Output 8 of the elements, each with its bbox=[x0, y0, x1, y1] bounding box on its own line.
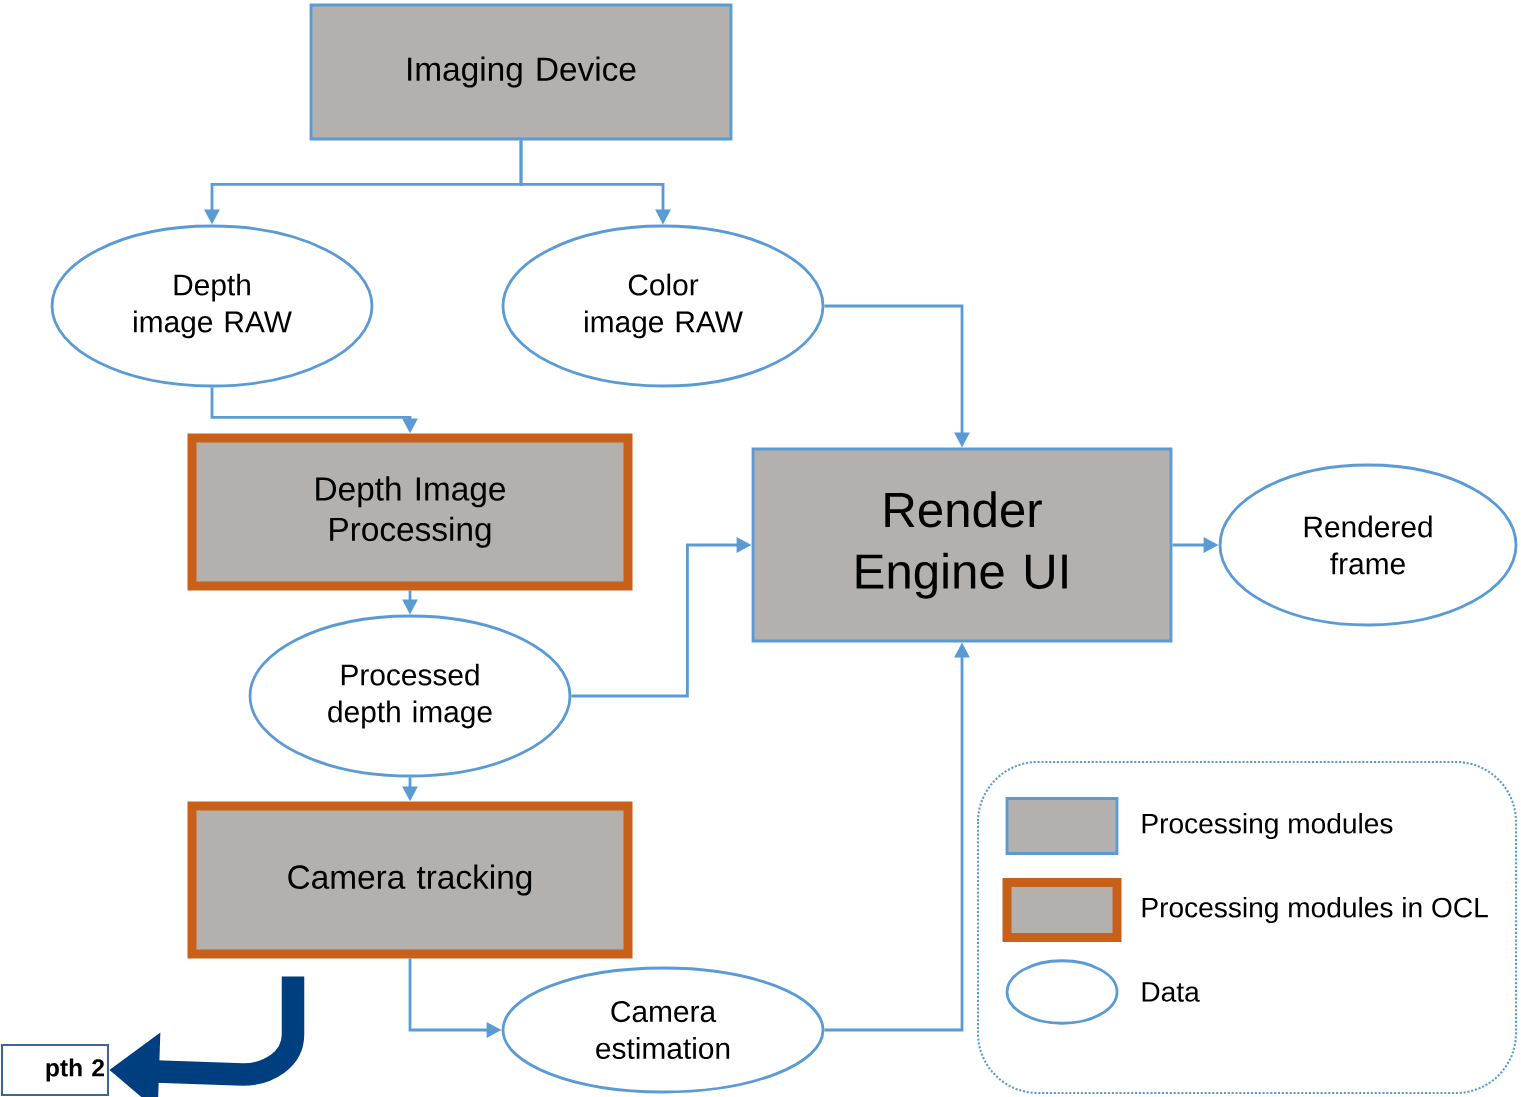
process-box: Depth Image Processing bbox=[187, 433, 633, 591]
text-box: pth 2 bbox=[0, 1043, 110, 1097]
process-box: Imaging Device bbox=[309, 3, 733, 141]
legend-text: Processing modules bbox=[1142, 812, 1393, 840]
legend-text: Processing modules in OCL bbox=[1142, 896, 1488, 924]
legend-text: Data bbox=[1142, 982, 1200, 1002]
process-box: Camera tracking bbox=[187, 801, 633, 959]
process-box: Render Engine UI bbox=[751, 447, 1173, 643]
